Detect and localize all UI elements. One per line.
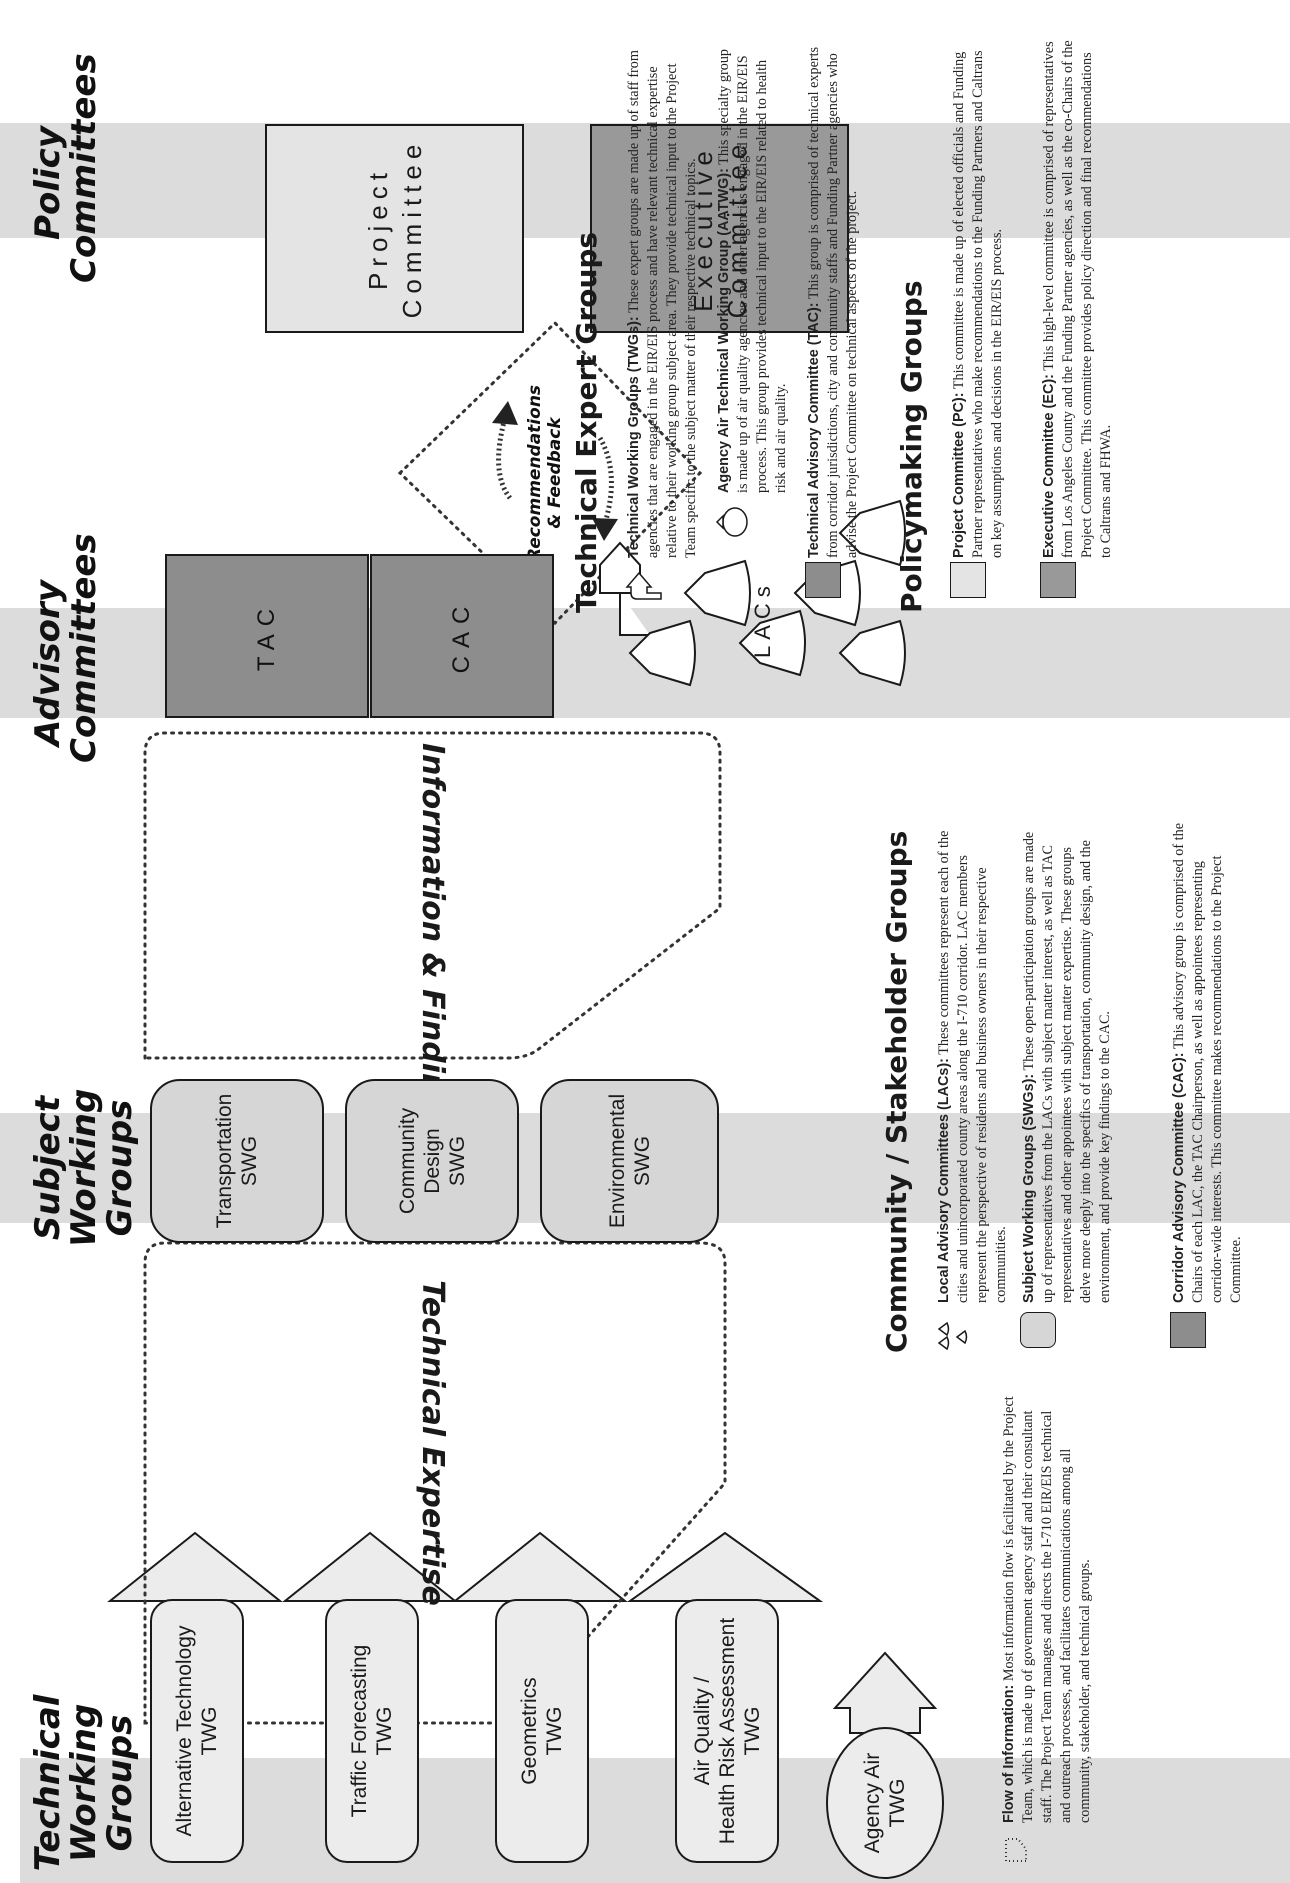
aatwg-title: Agency Air Technical Working Group (AATW…	[716, 168, 732, 493]
arrowhead-agency-air	[832, 1651, 938, 1734]
flow-legend-icon	[1005, 1838, 1027, 1862]
twg-label: TWG	[198, 1706, 221, 1756]
cac-legend-swatch	[1170, 1312, 1206, 1348]
lacs-label: LACs	[750, 580, 775, 658]
cac-description: Corridor Advisory Committee (CAC): This …	[1170, 823, 1246, 1303]
twg-title: Technical Working Groups (TWGs):	[626, 316, 642, 558]
swg-label: Transportation	[213, 1093, 236, 1229]
twg-label: Alternative Technology	[173, 1625, 196, 1837]
lac-title: Local Advisory Committees (LACs):	[936, 1058, 952, 1303]
flow-of-information-text: Flow of Information: Most information fl…	[1000, 1393, 1095, 1823]
pc-legend-swatch	[950, 562, 986, 598]
technical-expert-heading: Technical Expert Groups	[570, 231, 603, 613]
information-findings-container	[143, 731, 722, 1060]
swg-label: Environmental	[605, 1093, 629, 1229]
rec-line: & Feedback	[545, 417, 565, 529]
twg-label: Traffic Forecasting	[348, 1644, 371, 1818]
lac-shape-1	[599, 541, 650, 636]
arrowhead-air-quality	[626, 1531, 824, 1602]
ec-legend-swatch	[1040, 562, 1076, 598]
pc-label: Project	[362, 167, 393, 290]
lac-shape-7	[838, 499, 906, 567]
recommendations-feedback-label: Recommendations & Feedback	[525, 373, 565, 573]
twg-label: Agency Air	[861, 1752, 884, 1854]
aatwg-legend-icon	[715, 507, 748, 537]
lac-shape-2	[628, 619, 696, 687]
lac-shape-3	[683, 559, 751, 627]
lac-legend-icon	[937, 1321, 968, 1351]
ec-title: Executive Committee (EC):	[1041, 374, 1057, 558]
swg-label: SWG	[630, 1135, 654, 1187]
swg-title: Subject Working Groups (SWGs):	[1021, 1073, 1037, 1303]
tac-legend-swatch	[805, 562, 841, 598]
recommendation-arrow-curve	[496, 417, 513, 500]
tac-box: TAC	[165, 554, 369, 718]
twg-description: Technical Working Groups (TWGs): These e…	[625, 38, 701, 558]
swg-label: SWG	[238, 1135, 261, 1187]
cac-label: CAC	[448, 598, 475, 674]
tac-label: TAC	[253, 600, 280, 672]
information-findings-label: Information & Findings	[415, 743, 450, 1134]
pc-label: Committee	[396, 138, 427, 319]
ec-description: Executive Committee (EC): This high-leve…	[1040, 38, 1116, 558]
feedback-arrow-curve	[597, 436, 614, 524]
agency-air-ellipse	[826, 1727, 944, 1879]
twg-label: Air Quality /	[690, 1676, 714, 1786]
technical-expertise-label: Technical Expertise	[415, 1280, 450, 1606]
swg-description: Subject Working Groups (SWGs): These ope…	[1020, 823, 1115, 1303]
policymaking-heading: Policymaking Groups	[895, 280, 928, 614]
swg-legend-swatch	[1020, 1312, 1056, 1348]
cac-title: Corridor Advisory Committee (CAC):	[1171, 1052, 1187, 1303]
community-stakeholder-heading: Community / Stakeholder Groups	[880, 830, 913, 1353]
pc-title: Project Committee (PC):	[951, 392, 967, 558]
lac-description: Local Advisory Committees (LACs): These …	[935, 823, 1011, 1303]
twg-legend-icon	[625, 571, 662, 600]
tac-title: Technical Advisory Committee (TAC):	[806, 302, 822, 558]
twg-label: TWG	[543, 1706, 566, 1756]
recommendation-arrowhead	[492, 401, 518, 425]
twg-label: Health Risk Assessment	[715, 1617, 739, 1845]
cac-box: CAC	[370, 554, 554, 718]
aatwg-description: Agency Air Technical Working Group (AATW…	[715, 43, 791, 493]
swg-label: SWG	[445, 1135, 469, 1187]
arrowhead-geometrics	[452, 1531, 628, 1602]
twg-label: TWG	[373, 1706, 396, 1756]
feedback-arrowhead	[592, 518, 618, 541]
lac-shape-4	[738, 609, 806, 677]
twg-label: TWG	[886, 1778, 909, 1828]
rec-line: Recommendations	[525, 384, 545, 562]
arrowhead-alternative-technology	[107, 1531, 283, 1602]
pc-description: Project Committee (PC): This committee i…	[950, 38, 1007, 558]
twg-label: Geometrics	[518, 1677, 541, 1785]
swg-label: Community Design	[395, 1107, 444, 1215]
tac-description: Technical Advisory Committee (TAC): This…	[805, 38, 862, 558]
lac-shape-6	[838, 619, 906, 687]
flow-title: Flow of Information:	[1001, 1684, 1017, 1823]
twg-label: TWG	[740, 1706, 764, 1756]
